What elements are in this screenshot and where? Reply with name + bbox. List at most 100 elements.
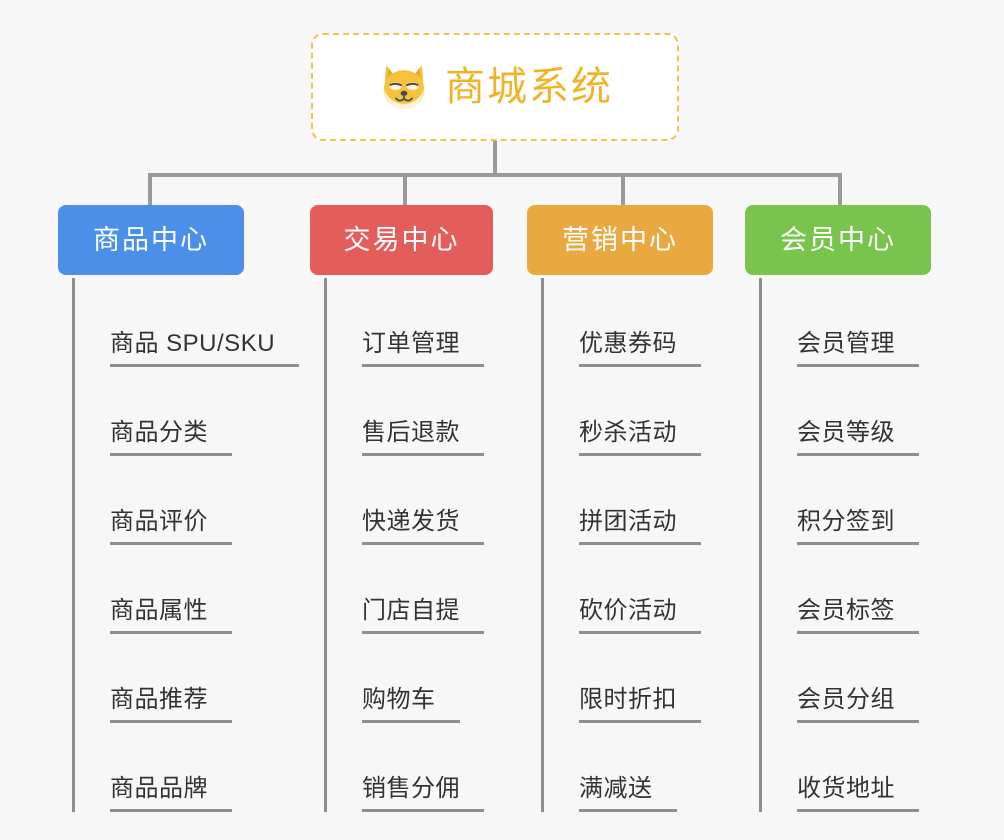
leaf-label: 会员等级	[797, 418, 895, 446]
leaf-item[interactable]: 商品分类	[72, 367, 299, 456]
leaf-label: 优惠券码	[579, 329, 677, 357]
leaf-label: 收货地址	[797, 774, 895, 802]
category-label-3: 营销中心	[562, 224, 678, 255]
category-label-1: 商品中心	[93, 224, 209, 255]
leaf-underline: 购物车	[362, 685, 460, 723]
leaf-label: 积分签到	[797, 507, 895, 535]
leaf-underline: 秒杀活动	[579, 419, 701, 456]
leaf-column-stem-4	[759, 278, 762, 812]
leaf-label: 门店自提	[362, 596, 460, 624]
leaf-item[interactable]: 秒杀活动	[541, 367, 701, 456]
leaf-item[interactable]: 购物车	[324, 634, 484, 723]
leaf-label: 会员分组	[797, 685, 895, 713]
leaf-label: 商品推荐	[110, 685, 208, 713]
leaf-underline: 商品 SPU/SKU	[110, 329, 300, 367]
leaf-label: 商品评价	[110, 507, 208, 535]
leaf-label: 售后退款	[362, 418, 460, 446]
category-box-1[interactable]: 商品中心	[58, 205, 244, 275]
category-box-4[interactable]: 会员中心	[745, 205, 931, 275]
leaf-item[interactable]: 商品评价	[72, 456, 299, 545]
leaf-underline: 会员管理	[797, 329, 919, 367]
leaf-list-2: 订单管理 售后退款 快递发货 门店自提 购物车 销售分佣	[324, 278, 484, 812]
leaf-underline: 商品推荐	[110, 685, 232, 723]
leaf-item[interactable]: 订单管理	[324, 278, 484, 367]
leaf-underline: 商品属性	[110, 596, 232, 634]
leaf-underline: 订单管理	[362, 329, 484, 367]
leaf-column-3: 优惠券码 秒杀活动 拼团活动 砍价活动 限时折扣 满减送	[541, 278, 701, 812]
leaf-column-1: 商品 SPU/SKU 商品分类 商品评价 商品属性 商品推荐 商品品牌	[72, 278, 300, 812]
root-node[interactable]: 商城系统	[311, 33, 679, 141]
leaf-underline: 售后退款	[362, 418, 484, 456]
leaf-underline: 满减送	[579, 774, 677, 812]
leaf-underline: 收货地址	[797, 774, 919, 812]
leaf-item[interactable]: 满减送	[541, 723, 701, 812]
leaf-item[interactable]: 积分签到	[759, 456, 919, 545]
leaf-item[interactable]: 快递发货	[324, 456, 484, 545]
leaf-column-4: 会员管理 会员等级 积分签到 会员标签 会员分组 收货地址	[759, 278, 919, 812]
root-title: 商城系统	[445, 65, 613, 109]
leaf-label: 会员管理	[797, 329, 895, 357]
leaf-label: 限时折扣	[579, 685, 677, 713]
leaf-label: 商品分类	[110, 418, 208, 446]
shiba-dog-face-icon	[383, 65, 425, 109]
leaf-item[interactable]: 会员分组	[759, 634, 919, 723]
leaf-underline: 优惠券码	[579, 329, 701, 367]
leaf-underline: 砍价活动	[579, 596, 701, 634]
leaf-item[interactable]: 限时折扣	[541, 634, 701, 723]
leaf-item[interactable]: 砍价活动	[541, 545, 701, 634]
leaf-item[interactable]: 商品推荐	[72, 634, 299, 723]
leaf-label: 购物车	[362, 685, 436, 713]
category-box-2[interactable]: 交易中心	[310, 205, 493, 275]
leaf-item[interactable]: 售后退款	[324, 367, 484, 456]
leaf-underline: 限时折扣	[579, 685, 701, 723]
leaf-list-4: 会员管理 会员等级 积分签到 会员标签 会员分组 收货地址	[759, 278, 919, 812]
connector-root-stem	[493, 141, 497, 177]
leaf-underline: 快递发货	[362, 507, 484, 545]
leaf-label: 商品品牌	[110, 774, 208, 802]
leaf-underline: 商品品牌	[110, 774, 232, 812]
leaf-label: 商品 SPU/SKU	[110, 329, 276, 357]
leaf-label: 销售分佣	[362, 774, 460, 802]
leaf-item[interactable]: 会员标签	[759, 545, 919, 634]
connector-drop-2	[403, 173, 407, 205]
leaf-item[interactable]: 收货地址	[759, 723, 919, 812]
leaf-underline: 门店自提	[362, 596, 484, 634]
leaf-column-stem-3	[541, 278, 544, 812]
category-label-4: 会员中心	[780, 224, 896, 255]
leaf-item[interactable]: 会员等级	[759, 367, 919, 456]
leaf-label: 会员标签	[797, 596, 895, 624]
leaf-column-stem-1	[72, 278, 75, 812]
connector-horizontal-bus	[148, 173, 840, 177]
leaf-item[interactable]: 门店自提	[324, 545, 484, 634]
leaf-underline: 销售分佣	[362, 774, 484, 812]
leaf-label: 快递发货	[362, 507, 460, 535]
leaf-item[interactable]: 优惠券码	[541, 278, 701, 367]
leaf-list-3: 优惠券码 秒杀活动 拼团活动 砍价活动 限时折扣 满减送	[541, 278, 701, 812]
leaf-label: 订单管理	[362, 329, 460, 357]
leaf-label: 满减送	[579, 774, 653, 802]
leaf-item[interactable]: 商品品牌	[72, 723, 299, 812]
leaf-label: 商品属性	[110, 596, 208, 624]
leaf-underline: 商品评价	[110, 507, 232, 545]
leaf-underline: 会员等级	[797, 418, 919, 456]
connector-drop-3	[621, 173, 625, 205]
leaf-underline: 商品分类	[110, 418, 232, 456]
leaf-column-stem-2	[324, 278, 327, 812]
leaf-column-2: 订单管理 售后退款 快递发货 门店自提 购物车 销售分佣	[324, 278, 484, 812]
leaf-label: 拼团活动	[579, 507, 677, 535]
leaf-item[interactable]: 销售分佣	[324, 723, 484, 812]
leaf-item[interactable]: 商品属性	[72, 545, 299, 634]
leaf-label: 砍价活动	[579, 596, 677, 624]
leaf-underline: 会员分组	[797, 685, 919, 723]
leaf-underline: 积分签到	[797, 507, 919, 545]
connector-drop-4	[838, 173, 842, 205]
category-label-2: 交易中心	[343, 224, 460, 255]
leaf-item[interactable]: 会员管理	[759, 278, 919, 367]
connector-drop-1	[148, 173, 152, 205]
leaf-underline: 会员标签	[797, 596, 919, 634]
category-box-3[interactable]: 营销中心	[527, 205, 713, 275]
leaf-underline: 拼团活动	[579, 507, 701, 545]
leaf-item[interactable]: 商品 SPU/SKU	[72, 278, 300, 367]
leaf-item[interactable]: 拼团活动	[541, 456, 701, 545]
